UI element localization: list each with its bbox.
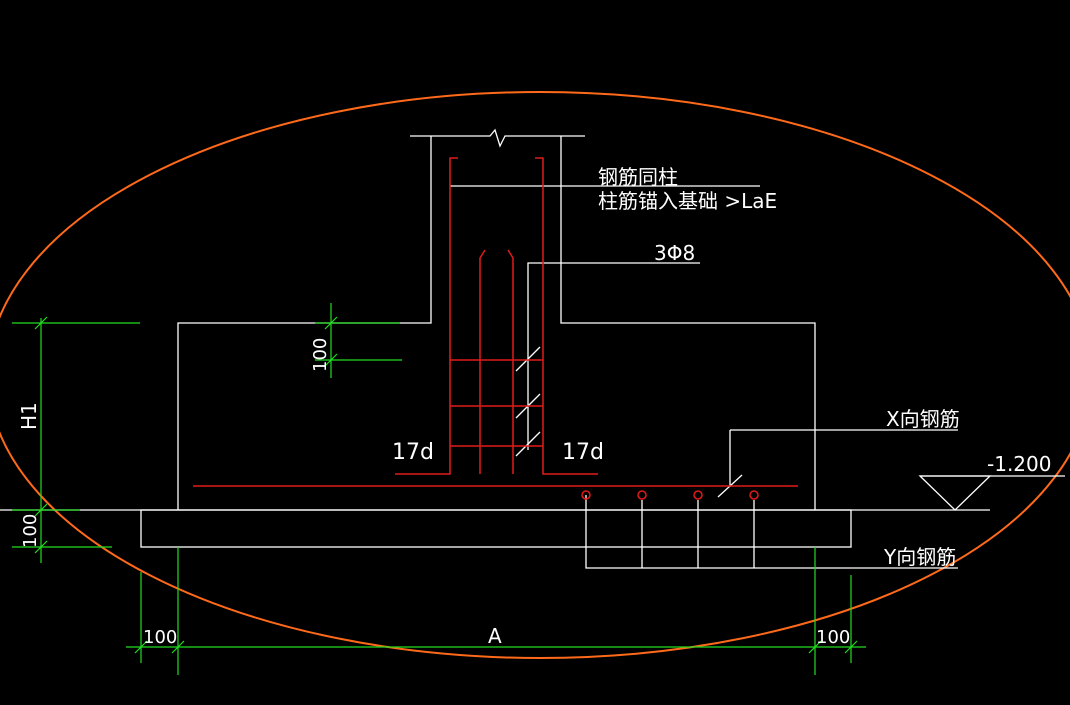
label-hook-right: 17d (562, 440, 604, 465)
dim-tick (324, 353, 338, 367)
leader-y-rebar (585, 495, 958, 569)
dim-text-offset-left: 100 (143, 627, 177, 648)
dim-text-h1: H1 (17, 402, 41, 430)
column-bar-inner-1 (479, 249, 486, 474)
label-column-rebar-anchor: 柱筋锚入基础 >LaE (598, 189, 777, 213)
blinding-bed (140, 509, 852, 548)
dim-tick (34, 316, 48, 330)
label-hook-left: 17d (392, 440, 434, 465)
column-footing-outline (177, 136, 432, 510)
dim-text-cover-top: 100 (310, 338, 331, 372)
dim-text-bed-thickness: 100 (20, 514, 41, 548)
highlight-ellipse (0, 91, 1070, 659)
column-bar-right (535, 157, 598, 475)
label-y-rebar: Y向钢筋 (883, 545, 956, 569)
dim-tick (844, 640, 858, 654)
column-footing-outline-right (560, 136, 816, 510)
y-rebar-dot (749, 490, 759, 500)
column-bar-inner-2 (507, 249, 514, 474)
label-rebar-same-as-column: 钢筋同柱 (598, 165, 678, 189)
label-x-rebar: X向钢筋 (886, 407, 960, 431)
dim-text-width-a: A (488, 624, 502, 648)
y-rebar-dot (637, 490, 647, 500)
dim-tick (34, 503, 48, 517)
column-break-line (410, 128, 585, 148)
foundation-outline (0, 128, 1065, 569)
dim-tick (808, 640, 822, 654)
dim-tick (171, 640, 185, 654)
column-bar-left (395, 157, 458, 475)
stirrup-tick-1 (515, 346, 541, 372)
label-elevation: -1.200 (987, 452, 1051, 476)
label-stirrups: 3Φ8 (654, 241, 695, 265)
annotation-text: 钢筋同柱 柱筋锚入基础 >LaE 3Φ8 X向钢筋 Y向钢筋 -1.200 17… (17, 165, 1051, 648)
dimension-lines (12, 303, 866, 675)
stirrup-tick-3 (515, 431, 541, 457)
y-rebar-dot (581, 490, 591, 500)
dim-tick (134, 640, 148, 654)
elevation-triangle (918, 475, 992, 511)
dim-text-offset-right: 100 (816, 627, 850, 648)
dim-tick (324, 316, 338, 330)
leader-stirrups (527, 262, 700, 450)
dim-tick (34, 540, 48, 554)
rebar-group (193, 157, 798, 500)
y-rebar-dot (693, 490, 703, 500)
